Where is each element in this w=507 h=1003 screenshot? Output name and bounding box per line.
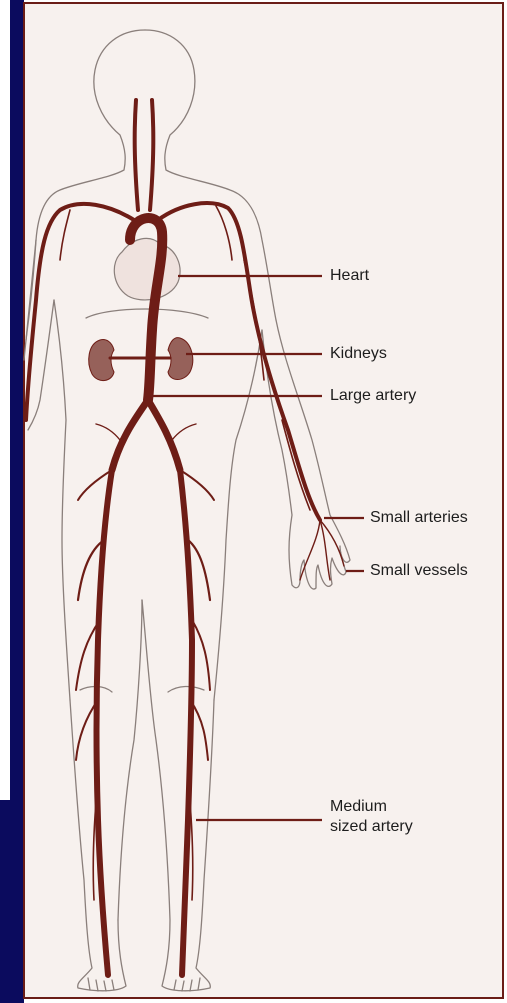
left-kidney	[89, 339, 114, 380]
heart	[114, 238, 180, 299]
right-kidney	[168, 338, 193, 380]
label-small-arteries: Small arteries	[370, 508, 468, 528]
label-small-vessels: Small vessels	[370, 561, 468, 581]
label-medium-artery-line1: Medium	[330, 797, 387, 817]
label-large-artery: Large artery	[330, 386, 416, 406]
label-heart: Heart	[330, 266, 369, 286]
label-medium-artery-line2: sized artery	[330, 817, 413, 837]
arterial-tree	[26, 100, 344, 975]
label-kidneys: Kidneys	[330, 344, 387, 364]
